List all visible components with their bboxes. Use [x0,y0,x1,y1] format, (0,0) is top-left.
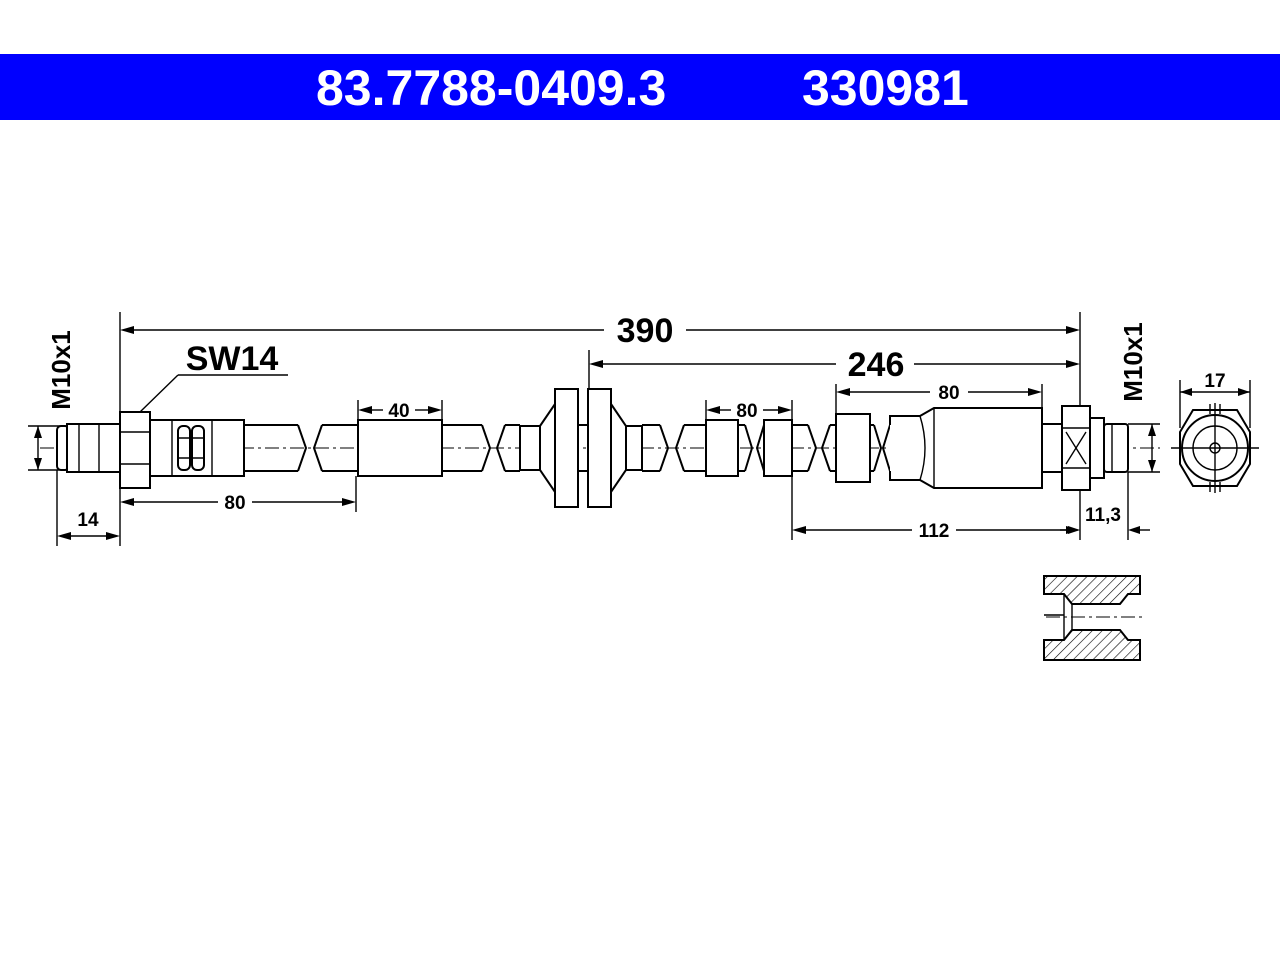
dimension-246 [588,350,1080,389]
dimension-thread-right [1128,423,1160,473]
dim-text-17: 17 [1204,371,1225,392]
dim-text-right-80: 80 [938,383,959,404]
reference-number: 330981 [802,60,969,116]
sleeve-80-right [763,419,793,477]
dimension-right-80 [835,384,1043,414]
dimension-40 [357,400,443,420]
dim-text-14: 14 [77,510,99,531]
dimension-14 [56,470,121,546]
dim-text-thread-right: M10x1 [1118,322,1148,402]
end-view [1171,403,1259,493]
sleeve-80-left [705,419,739,477]
dim-text-390: 390 [617,312,674,350]
dimension-390 [119,312,1081,412]
dim-text-40: 40 [388,401,409,422]
port-section-detail [1043,575,1146,661]
dimension-11-3 [1060,472,1150,540]
dim-text-112: 112 [919,521,950,542]
dim-text-left-80: 80 [224,493,245,514]
left-fitting [56,411,245,489]
dimension-mid-80 [705,400,793,420]
dim-text-246: 246 [848,346,905,384]
mounting-bracket [519,388,643,508]
dimension-17 [1179,380,1251,428]
title-banner: 83.7788-0409.3 330981 [0,54,1280,120]
part-number: 83.7788-0409.3 [316,60,667,116]
dimension-left-80 [120,476,357,512]
dim-text-11-3: 11,3 [1085,505,1121,526]
dimension-thread-left [28,425,66,471]
sleeve-40 [357,419,443,477]
dim-text-thread-left: M10x1 [46,330,76,410]
hose-body [244,424,891,472]
wrench-size-leader [139,374,288,413]
right-fitting [835,405,1129,491]
dim-text-mid-80: 80 [736,401,757,422]
dim-text-sw14: SW14 [186,340,279,378]
